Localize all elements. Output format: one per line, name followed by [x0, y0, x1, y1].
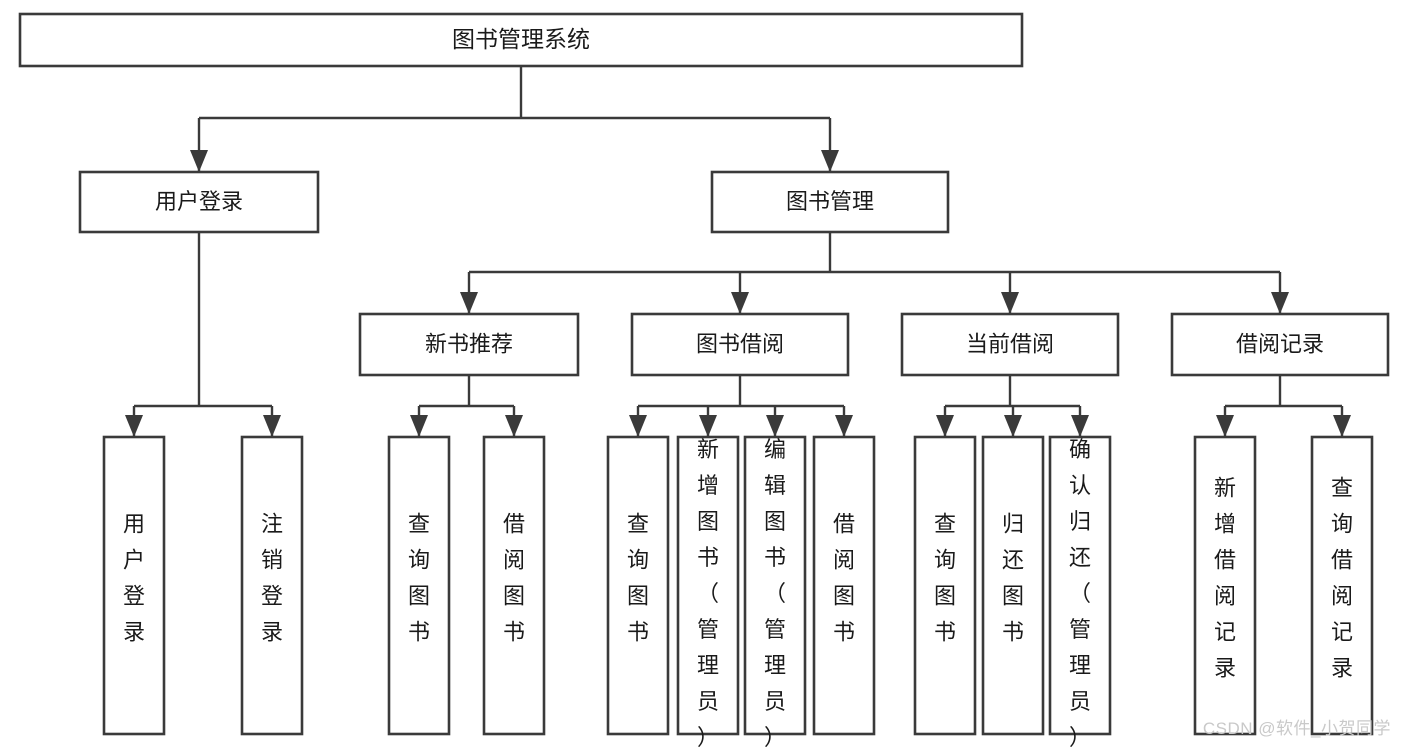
arrow-icon-root-1 [821, 150, 839, 172]
node-box-leaf-user-login [102, 435, 166, 736]
node-box-root [18, 12, 1024, 68]
arrow-icon-book-management-3 [1271, 292, 1289, 314]
arrow-icon-current-borrow-2 [1071, 415, 1089, 437]
node-box-leaf-borrow-borrow-book [812, 435, 876, 736]
arrow-icon-book-management-2 [1001, 292, 1019, 314]
node-box-leaf-current-return-book [981, 435, 1045, 736]
arrow-icon-current-borrow-0 [936, 415, 954, 437]
node-box-leaf-user-logout [240, 435, 304, 736]
arrow-icon-borrow-records-1 [1333, 415, 1351, 437]
arrow-icon-user-login-1 [263, 415, 281, 437]
node-leaf-current-return-book[interactable]: 归还图书 [981, 435, 1045, 736]
node-label-leaf-borrow-query-book: 查询图书 [627, 512, 649, 645]
node-box-new-book-recommend [358, 312, 580, 377]
arrow-icon-book-borrow-3 [835, 415, 853, 437]
node-box-leaf-recommend-borrow-book [482, 435, 546, 736]
node-leaf-borrow-add-book[interactable]: 新增图书（管理员） [676, 435, 740, 747]
node-box-leaf-current-confirm-return [1048, 435, 1112, 736]
node-label-leaf-current-query-book: 查询图书 [934, 512, 956, 645]
node-label-leaf-borrow-add-book: 新增图书（管理员） [697, 437, 719, 747]
node-label-new-book-recommend: 新书推荐 [425, 331, 513, 356]
node-leaf-recommend-query-book[interactable]: 查询图书 [387, 435, 451, 736]
node-box-book-borrow [630, 312, 850, 377]
node-leaf-current-confirm-return[interactable]: 确认归还（管理员） [1048, 435, 1112, 747]
node-leaf-borrow-edit-book[interactable]: 编辑图书（管理员） [743, 435, 807, 747]
arrow-icon-book-management-0 [460, 292, 478, 314]
node-book-borrow[interactable]: 图书借阅 [630, 312, 850, 377]
arrow-icon-book-management-1 [731, 292, 749, 314]
node-leaf-user-logout[interactable]: 注销登录 [240, 435, 304, 736]
node-box-user-login [78, 170, 320, 234]
node-box-book-management [710, 170, 950, 234]
node-leaf-recommend-borrow-book[interactable]: 借阅图书 [482, 435, 546, 736]
arrow-icon-new-book-recommend-1 [505, 415, 523, 437]
node-box-leaf-borrow-edit-book [743, 435, 807, 736]
node-borrow-records[interactable]: 借阅记录 [1170, 312, 1390, 377]
node-label-book-management: 图书管理 [786, 189, 874, 214]
arrow-icon-user-login-0 [125, 415, 143, 437]
node-label-borrow-records: 借阅记录 [1236, 331, 1324, 356]
arrow-icon-new-book-recommend-0 [410, 415, 428, 437]
arrow-icon-book-borrow-0 [629, 415, 647, 437]
node-box-leaf-current-query-book [913, 435, 977, 736]
node-label-leaf-current-confirm-return: 确认归还（管理员） [1069, 437, 1091, 747]
node-current-borrow[interactable]: 当前借阅 [900, 312, 1120, 377]
node-label-book-borrow: 图书借阅 [696, 331, 784, 356]
node-label-leaf-borrow-borrow-book: 借阅图书 [833, 512, 855, 645]
node-box-current-borrow [900, 312, 1120, 377]
node-leaf-record-query[interactable]: 查询借阅记录 [1310, 435, 1374, 736]
node-leaf-user-login[interactable]: 用户登录 [102, 435, 166, 736]
arrow-icon-current-borrow-1 [1004, 415, 1022, 437]
node-label-leaf-record-add: 新增借阅记录 [1214, 476, 1236, 681]
node-label-leaf-user-login: 用户登录 [123, 512, 145, 645]
node-box-leaf-borrow-query-book [606, 435, 670, 736]
node-label-leaf-recommend-query-book: 查询图书 [408, 512, 430, 645]
arrow-icon-book-borrow-1 [699, 415, 717, 437]
arrow-icon-borrow-records-0 [1216, 415, 1234, 437]
arrow-icon-root-0 [190, 150, 208, 172]
node-label-leaf-current-return-book: 归还图书 [1002, 512, 1024, 645]
node-new-book-recommend[interactable]: 新书推荐 [358, 312, 580, 377]
node-label-leaf-recommend-borrow-book: 借阅图书 [503, 512, 525, 645]
node-label-current-borrow: 当前借阅 [966, 331, 1054, 356]
node-box-leaf-record-add [1193, 435, 1257, 736]
node-user-login[interactable]: 用户登录 [78, 170, 320, 234]
node-label-user-login: 用户登录 [155, 189, 243, 214]
node-leaf-borrow-borrow-book[interactable]: 借阅图书 [812, 435, 876, 736]
node-book-management[interactable]: 图书管理 [710, 170, 950, 234]
node-box-leaf-record-query [1310, 435, 1374, 736]
node-box-borrow-records [1170, 312, 1390, 377]
node-layer: 图书管理系统用户登录图书管理新书推荐图书借阅当前借阅借阅记录用户登录注销登录查询… [18, 12, 1390, 747]
node-leaf-current-query-book[interactable]: 查询图书 [913, 435, 977, 736]
connector-layer [125, 66, 1351, 437]
node-leaf-record-add[interactable]: 新增借阅记录 [1193, 435, 1257, 736]
node-box-leaf-recommend-query-book [387, 435, 451, 736]
node-label-root: 图书管理系统 [452, 26, 590, 52]
arrow-icon-book-borrow-2 [766, 415, 784, 437]
node-leaf-borrow-query-book[interactable]: 查询图书 [606, 435, 670, 736]
node-label-leaf-record-query: 查询借阅记录 [1331, 476, 1353, 681]
node-root[interactable]: 图书管理系统 [18, 12, 1024, 68]
node-label-leaf-user-logout: 注销登录 [261, 512, 283, 645]
node-label-leaf-borrow-edit-book: 编辑图书（管理员） [764, 437, 786, 747]
node-box-leaf-borrow-add-book [676, 435, 740, 736]
